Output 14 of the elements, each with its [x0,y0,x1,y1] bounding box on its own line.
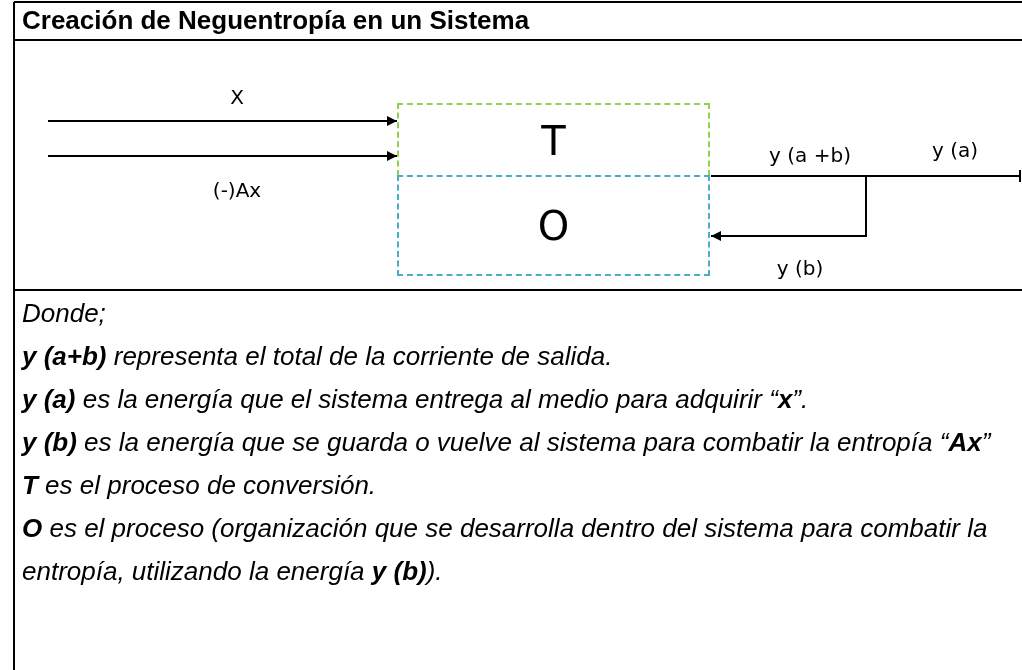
definition-text: T es el proceso de conversión. [22,469,378,502]
definition-text: y (a+b) representa el total de la corriente de salida. [22,340,614,373]
arrow [47,151,398,161]
definition-text: O es el proceso (organización que se desarrolla dentro del sistema para combatir la entropía, utilizando la energía y (b)). [22,512,989,588]
process-box [397,103,710,176]
node-label: T [541,117,566,164]
process-box [397,175,710,276]
definition-text: y (a) es la energía que el sistema entrega al medio para adquirir “x”. [22,383,810,416]
definition-text: y (b) es la energía que se guarda o vuelve al sistema para combatir la entropía “Ax” [22,426,993,459]
arrow [47,116,398,126]
arrow [710,175,867,241]
heading-text: Donde; [22,297,107,330]
node-label: O [537,202,570,249]
title: Creación de Neguentropía en un Sistema [22,5,530,36]
